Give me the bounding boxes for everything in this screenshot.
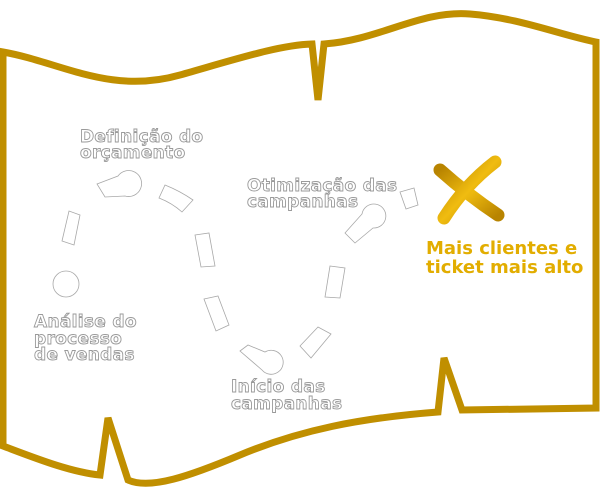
step-inicio-label: Início das campanhas [231,377,342,414]
start-circle [52,270,80,298]
checkpoint-definicao [96,170,143,198]
checkpoint-otimizacao [344,203,387,244]
step-definicao-label: Definição do orçamento [80,127,210,163]
checkpoint-inicio [239,344,284,375]
x-mark-icon [433,155,505,225]
map-border [0,10,600,487]
path-dashes [52,170,419,375]
step-otimizacao-label: Otimização das campanhas [247,176,404,212]
step-analise-label: Análise do processo de vendas [34,312,143,365]
goal-label: Mais clientes e ticket mais alto [426,238,584,278]
